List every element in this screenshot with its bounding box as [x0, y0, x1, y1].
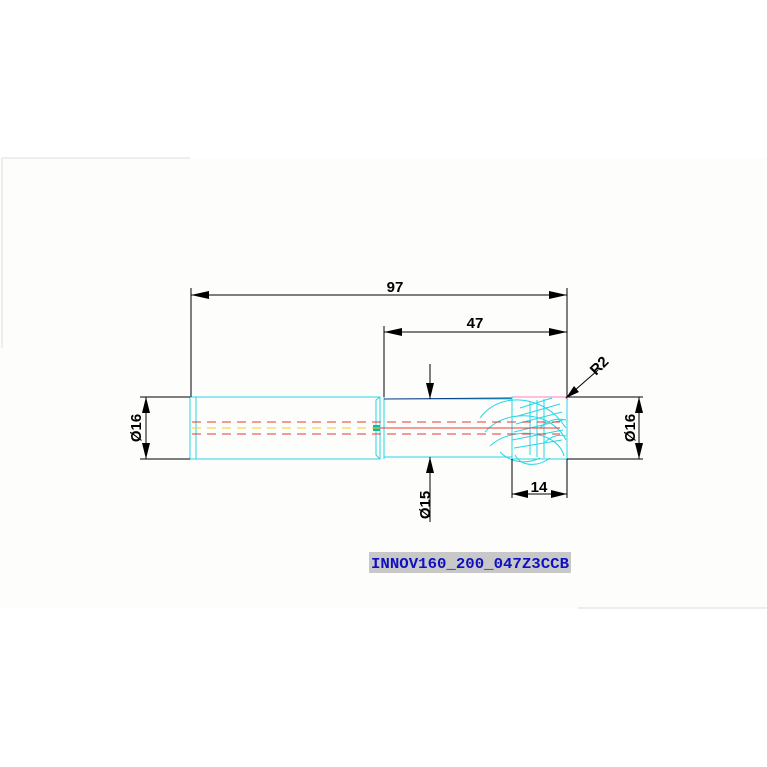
- neck-diameter-label: Ø15: [417, 491, 434, 519]
- shank-diameter-left-label: Ø16: [128, 414, 145, 442]
- dimension-flute-length: 47: [383, 315, 567, 397]
- dimension-shank-diameter-right: Ø16: [567, 396, 643, 460]
- dimension-cutting-length: 14: [511, 459, 568, 498]
- neck-top-edge: [383, 397, 513, 400]
- tool-designation-background: [369, 552, 571, 573]
- dimension-overall-length: 97: [190, 279, 568, 397]
- flute-length-label: 47: [467, 315, 484, 332]
- tool-designation: INNOV160_200_047Z3CCB: [369, 552, 571, 573]
- tool-designation-text: INNOV160_200_047Z3CCB: [371, 556, 569, 573]
- overall-length-label: 97: [387, 279, 404, 296]
- dimension-shank-diameter-left: Ø16: [128, 396, 190, 460]
- tool-tip-outline: [513, 396, 569, 401]
- shank-diameter-right-label: Ø16: [622, 414, 639, 442]
- cutting-length-label: 14: [531, 479, 548, 496]
- dimension-neck-diameter: Ø15: [417, 364, 434, 522]
